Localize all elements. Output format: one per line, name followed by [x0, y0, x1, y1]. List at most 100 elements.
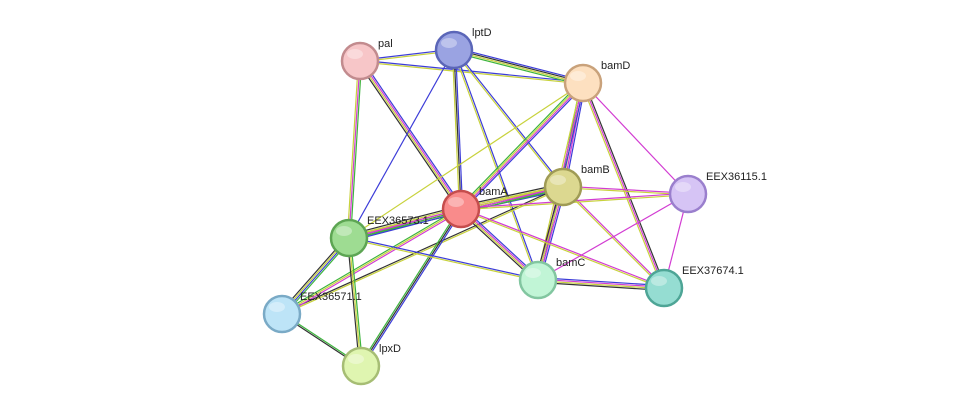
edge-strand — [453, 49, 462, 210]
node-label-bamc: bamC — [556, 257, 585, 269]
edge-pal-eex36573-1[interactable] — [346, 60, 363, 239]
edge-strand — [348, 82, 584, 239]
edge-strand — [458, 80, 582, 208]
edge-strand — [583, 82, 667, 288]
node-label-bama: bamA — [479, 186, 508, 198]
edge-strand — [582, 82, 665, 289]
node-highlight — [550, 175, 566, 185]
node-circle[interactable] — [644, 268, 684, 308]
node-label-lptd: lptD — [472, 27, 492, 39]
edge-lptd-eex36573-1[interactable] — [348, 49, 455, 239]
node-eex36573-1[interactable]: EEX36573.1 — [329, 215, 429, 258]
node-label-lpxd: lpxD — [379, 343, 401, 355]
edge-strand — [538, 277, 665, 287]
edge-bamb-eex36115-1[interactable] — [562, 185, 689, 196]
edge-strand — [349, 237, 364, 366]
edge-bamd-eex36573-1[interactable] — [348, 82, 584, 239]
node-circle[interactable] — [543, 167, 583, 207]
edge-strand — [282, 187, 564, 316]
edge-strand — [281, 208, 462, 315]
edges-layer — [279, 47, 689, 368]
node-highlight — [525, 268, 541, 278]
edge-strand — [360, 208, 462, 367]
edge-strand — [453, 50, 583, 85]
node-label-eex37674-1: EEX37674.1 — [682, 265, 744, 277]
node-circle[interactable] — [441, 189, 481, 229]
node-circle[interactable] — [262, 294, 302, 334]
node-highlight — [675, 182, 691, 192]
edge-bama-lpxd[interactable] — [359, 207, 463, 368]
edge-strand — [459, 82, 583, 209]
node-bamc[interactable]: bamC — [518, 257, 585, 300]
edge-strand — [562, 187, 664, 289]
edge-strand — [461, 207, 665, 288]
edge-bama-eex36573-1[interactable] — [348, 205, 462, 242]
node-circle[interactable] — [434, 30, 474, 70]
edge-bamd-bama[interactable] — [458, 80, 586, 212]
edge-strand — [582, 82, 689, 195]
edge-strand — [348, 206, 461, 238]
node-eex36571-1[interactable]: EEX36571.1 — [262, 291, 362, 334]
node-bama[interactable]: bamA — [441, 186, 508, 229]
edge-bama-eex36571-1[interactable] — [280, 207, 463, 316]
edge-strand — [348, 237, 362, 367]
edge-strand — [452, 50, 563, 188]
edge-strand — [361, 59, 464, 208]
edge-strand — [348, 208, 462, 239]
node-bamd[interactable]: bamD — [563, 60, 630, 103]
edge-strand — [537, 280, 664, 290]
edge-bama-eex37674-1[interactable] — [460, 207, 665, 290]
edge-bamb-eex36571-1[interactable] — [281, 185, 564, 316]
edge-strand — [562, 187, 688, 196]
edge-strand — [452, 50, 538, 281]
edge-strand — [462, 84, 586, 212]
edge-strand — [461, 83, 585, 210]
node-circle[interactable] — [518, 260, 558, 300]
node-circle[interactable] — [340, 41, 380, 81]
node-label-eex36571-1: EEX36571.1 — [300, 291, 362, 303]
node-circle[interactable] — [341, 346, 381, 386]
node-label-bamb: bamB — [581, 164, 610, 176]
node-circle[interactable] — [668, 174, 708, 214]
edge-strand — [348, 49, 455, 239]
edge-strand — [360, 60, 463, 209]
edge-lptd-bamc[interactable] — [452, 49, 540, 281]
edge-pal-bama[interactable] — [357, 59, 464, 211]
node-highlight — [347, 49, 363, 59]
edge-bamc-eex36115-1[interactable] — [537, 193, 689, 281]
edge-eex36573-1-lpxd[interactable] — [346, 237, 364, 367]
node-bamb[interactable]: bamB — [543, 164, 610, 207]
node-highlight — [441, 38, 457, 48]
edge-eex36573-1-bamc[interactable] — [348, 236, 539, 282]
node-label-bamd: bamD — [601, 60, 630, 72]
node-pal[interactable]: pal — [340, 38, 393, 81]
edge-strand — [346, 238, 361, 367]
node-highlight — [570, 71, 586, 81]
edge-strand — [359, 207, 461, 366]
edge-bamd-eex37674-1[interactable] — [580, 82, 667, 289]
node-lptd[interactable]: lptD — [434, 27, 492, 70]
edge-bamd-eex36115-1[interactable] — [582, 82, 689, 195]
edge-bamc-eex37674-1[interactable] — [537, 277, 665, 291]
edge-strand — [282, 209, 463, 316]
edge-strand — [563, 185, 689, 194]
node-highlight — [348, 354, 364, 364]
node-circle[interactable] — [563, 63, 603, 103]
edge-lptd-bamd[interactable] — [453, 47, 584, 86]
edge-strand — [537, 281, 664, 291]
node-lpxd[interactable]: lpxD — [341, 343, 401, 386]
edge-lptd-bamb[interactable] — [452, 49, 565, 188]
edge-strand — [454, 49, 464, 209]
node-highlight — [336, 226, 352, 236]
node-eex36115-1[interactable]: EEX36115.1 — [668, 171, 767, 214]
node-eex37674-1[interactable]: EEX37674.1 — [644, 265, 744, 308]
edge-lptd-bama[interactable] — [451, 49, 464, 210]
edge-strand — [357, 62, 460, 211]
edge-strand — [361, 209, 463, 368]
edge-strand — [451, 50, 461, 210]
node-circle[interactable] — [329, 218, 369, 258]
edge-strand — [349, 209, 462, 241]
edge-strand — [537, 193, 689, 281]
edge-strand — [538, 278, 665, 288]
